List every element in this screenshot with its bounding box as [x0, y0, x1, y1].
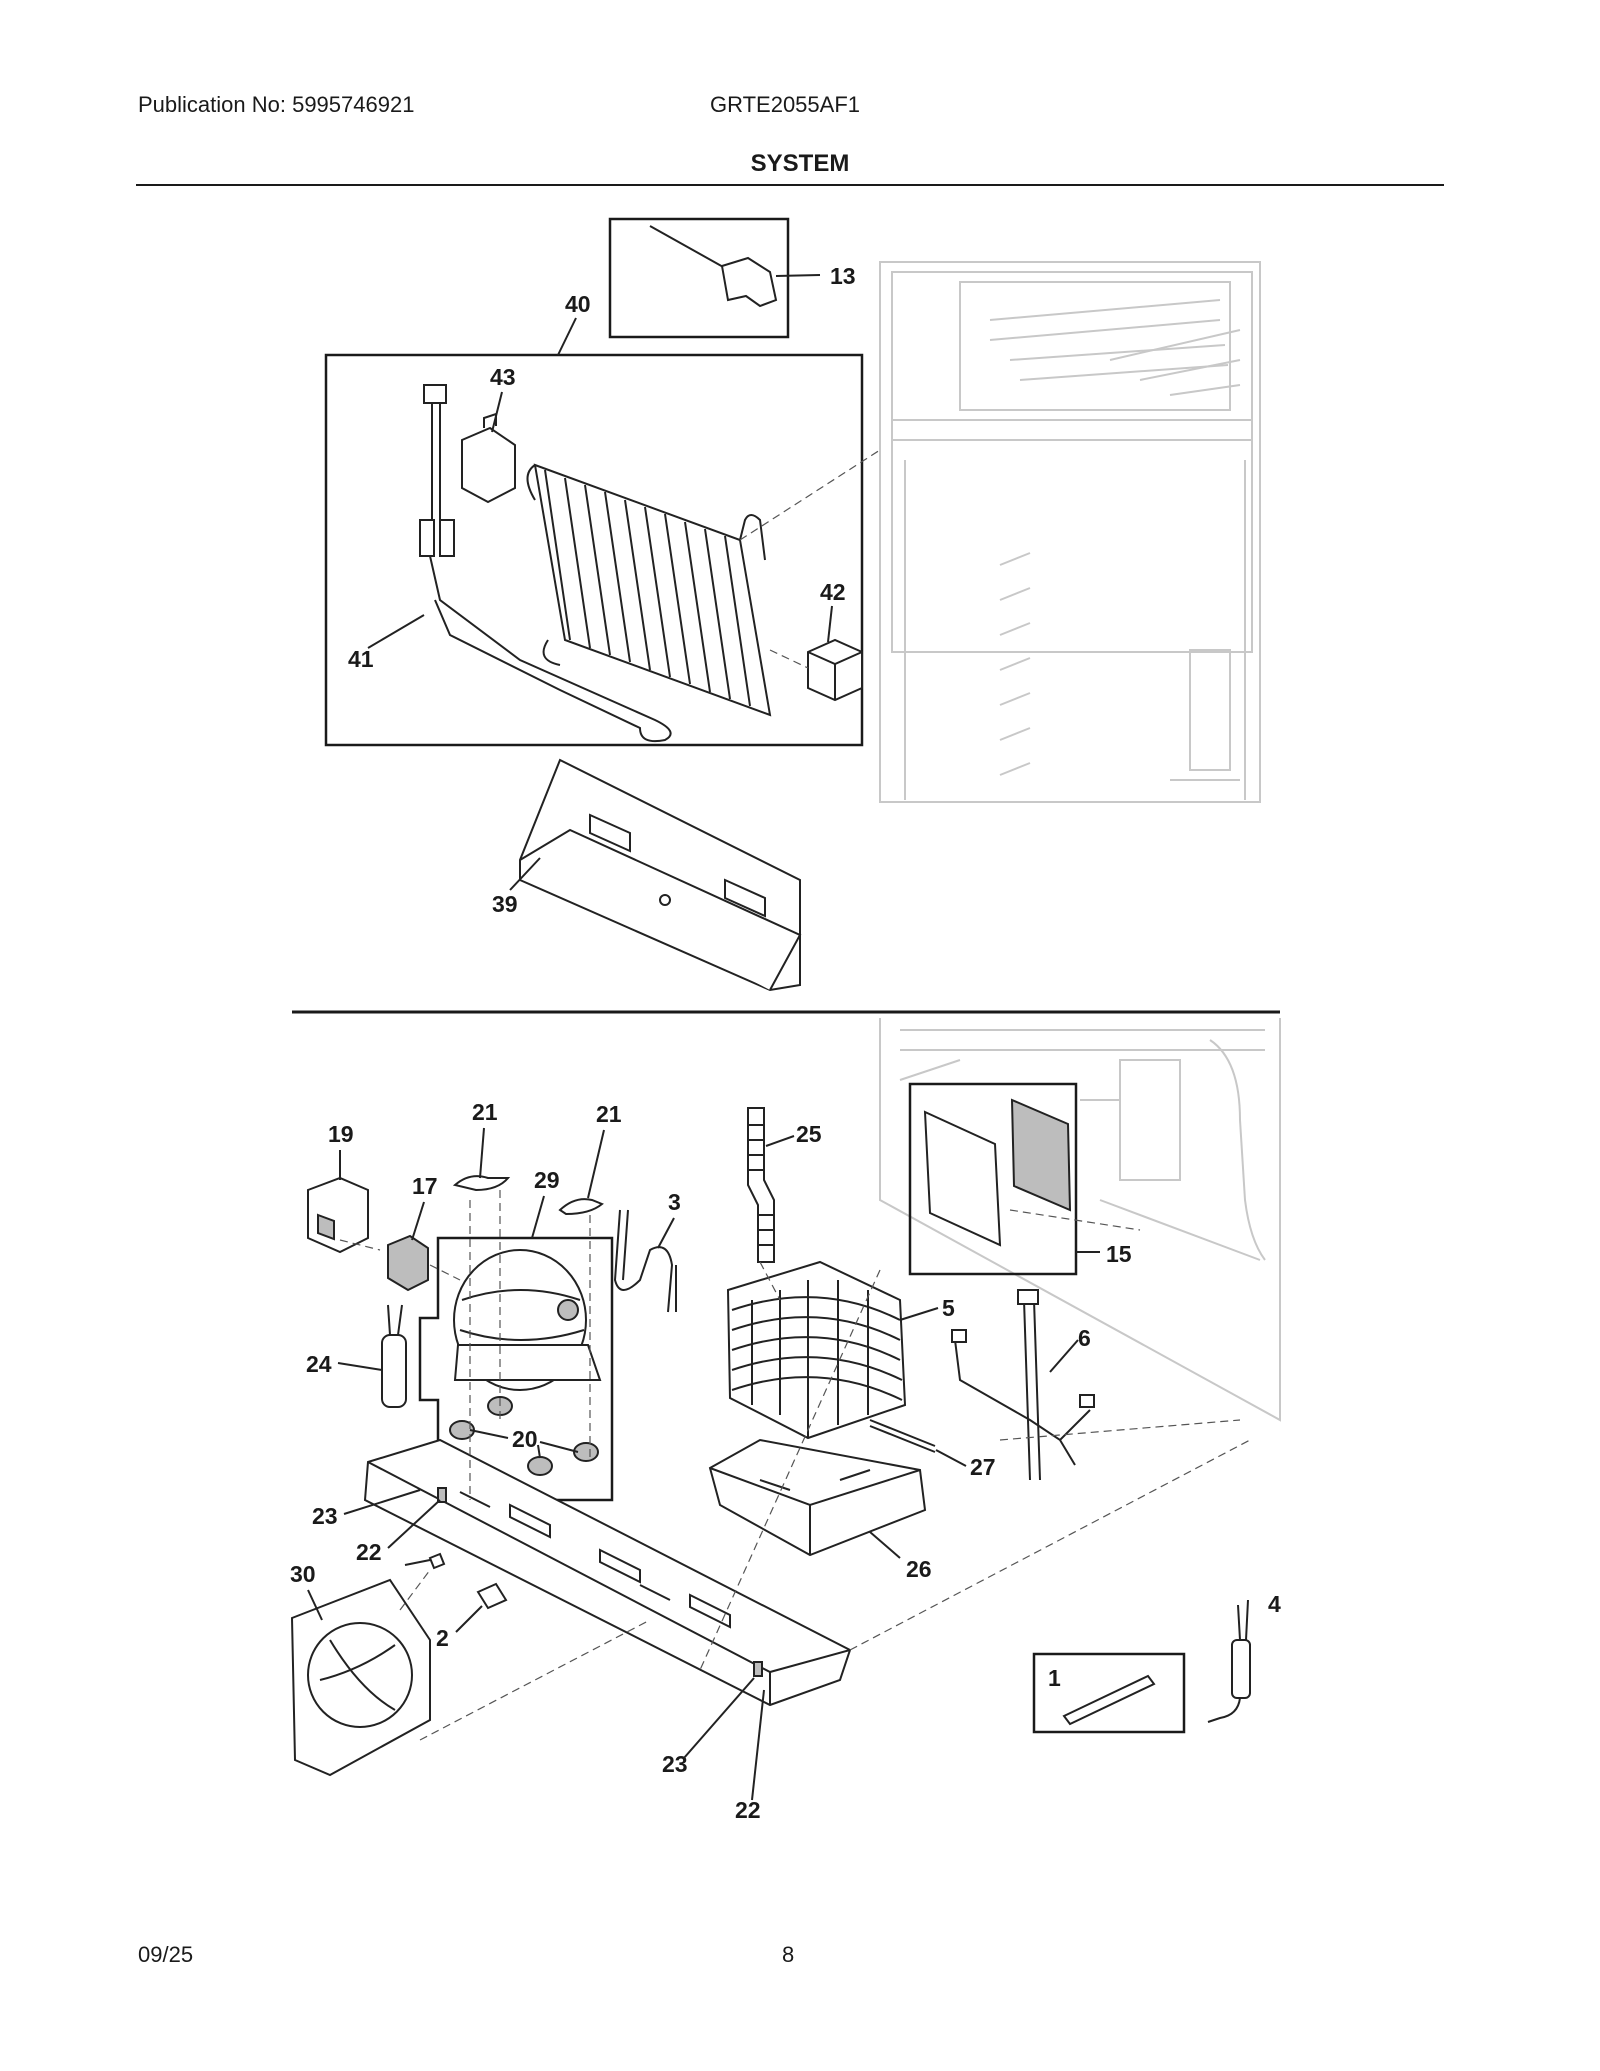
part-26-drain-pan: [708, 1438, 927, 1557]
part-25-drain-hose: [747, 1107, 775, 1263]
part-43-defrost-timer: [461, 412, 516, 504]
part-30-fan-shroud: [290, 1552, 446, 1777]
callout-3: 3: [668, 1189, 681, 1215]
part-21-clips: [452, 1175, 604, 1216]
part-evaporator-coil: [526, 463, 772, 717]
part-27-tube: [869, 1419, 936, 1453]
part-1-rod: [1062, 1674, 1156, 1726]
cabinet-outline-upper: [879, 261, 1261, 803]
part-base-pan: [363, 1438, 852, 1707]
part-5-condenser: [726, 1260, 907, 1440]
footer-date: 09/25: [138, 1942, 194, 1967]
part-15-control-board: [923, 1098, 1072, 1247]
page-number: 8: [782, 1942, 795, 1967]
part-20-grommets: [449, 1396, 599, 1476]
part-3-tube: [613, 1209, 677, 1313]
cabinet-outline-lower: [879, 1018, 1281, 1422]
part-4-thermistor: [1207, 1599, 1251, 1723]
callout-22-left: 22: [356, 1539, 382, 1565]
callout-1: 1: [1048, 1665, 1061, 1691]
callout-22-right: 22: [735, 1797, 761, 1823]
callout-5: 5: [942, 1295, 955, 1321]
callout-6: 6: [1078, 1325, 1091, 1351]
part-41-harness: [419, 384, 672, 743]
part-1-frame: [1032, 1652, 1186, 1734]
callout-24: 24: [306, 1351, 332, 1377]
part-13-clip: [649, 225, 821, 308]
callout-17: 17: [412, 1173, 438, 1199]
part-17-overload: [387, 1234, 429, 1292]
callout-26: 26: [906, 1556, 932, 1582]
section-title: SYSTEM: [750, 150, 850, 177]
callout-40: 40: [565, 291, 591, 317]
callout-15: 15: [1106, 1241, 1132, 1267]
callout-23-right: 23: [662, 1751, 688, 1777]
part-29-compressor: [453, 1249, 602, 1391]
part-42-connector: [807, 638, 863, 702]
model-number: GRTE2055AF1: [710, 92, 861, 117]
part-40-frame: [324, 353, 864, 747]
callout-25: 25: [796, 1121, 822, 1147]
callout-21-right: 21: [596, 1101, 622, 1127]
callout-23-left: 23: [312, 1503, 338, 1529]
callout-2: 2: [436, 1625, 449, 1651]
part-6-harness: [951, 1289, 1095, 1481]
callout-20: 20: [512, 1426, 538, 1452]
callout-4: 4: [1268, 1591, 1281, 1617]
callout-30: 30: [290, 1561, 316, 1587]
header-rule: [136, 184, 1444, 186]
callout-13: 13: [830, 263, 856, 289]
part-2-bracket: [476, 1582, 508, 1610]
part-24-capacitor: [381, 1304, 407, 1408]
callout-41: 41: [348, 646, 374, 672]
callout-29: 29: [534, 1167, 560, 1193]
callout-21-left: 21: [472, 1099, 498, 1125]
callout-19: 19: [328, 1121, 354, 1147]
callout-27: 27: [970, 1454, 996, 1480]
assembly-guide-lines: [339, 1190, 1251, 1741]
part-19-relay: [307, 1176, 369, 1254]
callout-39: 39: [492, 891, 518, 917]
part-29-frame: [418, 1236, 614, 1502]
callout-42: 42: [820, 579, 846, 605]
callout-43: 43: [490, 364, 516, 390]
publication-number: Publication No: 5995746921: [138, 92, 415, 117]
part-13-frame: [608, 217, 790, 339]
part-39-trough: [519, 758, 802, 992]
part-15-frame: [908, 1082, 1078, 1276]
